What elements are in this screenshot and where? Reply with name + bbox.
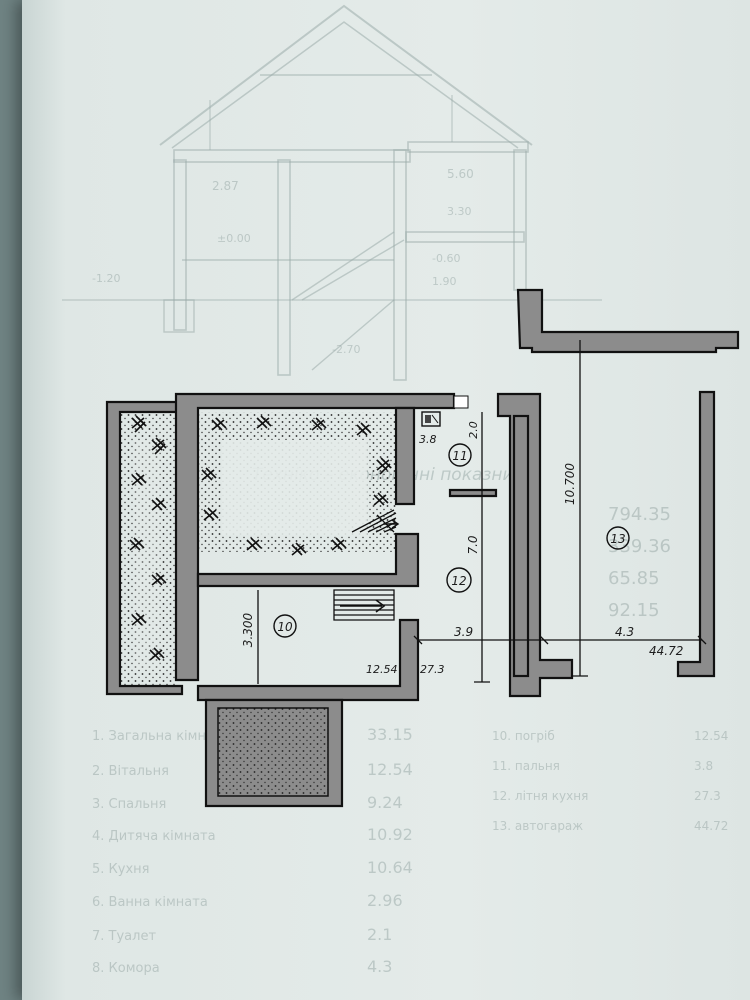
ghost-room-name-6: 6. Ванна кімната (92, 895, 208, 910)
section-label-4: 3.30 (447, 205, 472, 218)
dim-line-13-vertical (572, 340, 588, 677)
ghost-summary-2: 339.36 (608, 536, 671, 557)
wall-garage-top (516, 288, 740, 354)
ghost-room-name-7: 7. Туалет (92, 929, 156, 944)
ghost-table: Техніко – економічні показники: 794.35 3… (92, 465, 728, 976)
stairs (333, 509, 400, 621)
ghost-room-name-5: 5. Кухня (92, 862, 149, 877)
room-12-circle (446, 567, 472, 593)
ghost-room-name-2: 2. Вітальня (92, 764, 169, 779)
room-13-number: 13 (610, 532, 625, 546)
ghost-room-name-r1: 10. погріб (492, 729, 555, 743)
soil-left (120, 412, 176, 686)
wall-center-divider (196, 532, 420, 588)
ghost-summary-1: 794.35 (608, 504, 671, 525)
ghost-summary-4: 92.15 (608, 600, 660, 621)
wall-11-12-partition (448, 488, 498, 498)
dimension-labels: 2.0 3.8 7.0 3.300 12.54 27.3 3.9 4.3 44.… (241, 421, 683, 676)
section-drawing-ghost: 2.87 5.60 ±0.00 3.30 -1.20 -0.60 1.90 -2… (62, 4, 602, 381)
section-label-5: -1.20 (92, 272, 120, 285)
ghost-room-name-1: 1. Загальна кімната (92, 729, 229, 744)
area-room-13: 44.72 (649, 644, 683, 658)
stair-upper (351, 509, 397, 533)
soil-hatch-marks (129, 415, 392, 779)
dim-room-13-height: 10.700 (563, 463, 577, 505)
room-13-circle (606, 526, 630, 550)
ghost-summary-3: 65.85 (608, 568, 660, 589)
section-label-1: 2.87 (212, 179, 239, 193)
section-label-3: ±0.00 (217, 232, 251, 245)
walls (105, 288, 740, 808)
ghost-room-name-8: 8. Комора (92, 961, 160, 976)
ghost-room-area-2: 12.54 (367, 760, 413, 779)
ghost-room-name-3: 3. Спальня (92, 797, 166, 812)
room-12-number: 12 (451, 574, 466, 588)
ghost-room-area-r4: 44.72 (694, 819, 728, 833)
floor-plan-drawing: 2.87 5.60 ±0.00 3.30 -1.20 -0.60 1.90 -2… (62, 4, 740, 976)
dim-line-12-vertical (474, 412, 490, 683)
dim-width-39: 3.9 (454, 625, 473, 639)
room-10-number: 10 (277, 620, 293, 634)
boiler-icon (421, 395, 469, 427)
ghost-room-area-6: 2.96 (367, 891, 403, 910)
ghost-room-area-r1: 12.54 (694, 729, 728, 743)
section-label-7: 1.90 (432, 275, 457, 288)
ghost-room-area-4: 10.92 (367, 825, 413, 844)
wall-11-left (394, 406, 416, 506)
ghost-room-name-r4: 13. автогараж (492, 819, 583, 833)
paper-sheet: 2.87 5.60 ±0.00 3.30 -1.20 -0.60 1.90 -2… (22, 0, 750, 1000)
ghost-room-area-7: 2.1 (367, 925, 392, 944)
section-label-6: -0.60 (432, 252, 460, 265)
ghost-room-area-r3: 27.3 (694, 789, 721, 803)
ghost-room-area-1: 33.15 (367, 725, 413, 744)
ghost-room-area-r2: 3.8 (694, 759, 713, 773)
ghost-room-area-8: 4.3 (367, 957, 392, 976)
wall-bottom (196, 618, 420, 702)
ghost-room-area-5: 10.64 (367, 858, 413, 877)
dim-room-11-height: 2.0 (467, 421, 480, 439)
section-label-8: -2.70 (332, 343, 360, 356)
area-room-11: 3.8 (419, 433, 437, 446)
dim-room-12-height: 7.0 (466, 535, 480, 554)
room-10-circle (273, 614, 297, 638)
room-markers: 11 12 10 13 (273, 443, 630, 638)
ghost-room-name-4: 4. Дитяча кімната (92, 829, 216, 844)
room-11-circle (448, 443, 472, 467)
wall-divider-void (512, 414, 530, 678)
wall-garage-right (676, 390, 716, 678)
ghost-room-area-3: 9.24 (367, 793, 403, 812)
ghost-room-name-r2: 11. пальня (492, 759, 560, 773)
section-label-2: 5.60 (447, 167, 474, 181)
wall-12-13-divider (496, 392, 574, 698)
wall-top (174, 392, 456, 682)
dimension-lines (257, 340, 707, 684)
dim-width-43: 4.3 (615, 625, 634, 639)
soil-fill-areas (120, 412, 396, 795)
basement-floor-plan: 11 12 10 13 2.0 3.8 7.0 3.300 12.54 27.3… (105, 288, 740, 808)
area-room-10: 12.54 (366, 663, 398, 676)
area-room-12: 27.3 (420, 663, 445, 676)
ghost-room-name-r3: 12. літня кухня (492, 789, 588, 803)
dim-room-10-height: 3.300 (241, 612, 255, 647)
room-11-number: 11 (452, 449, 467, 463)
